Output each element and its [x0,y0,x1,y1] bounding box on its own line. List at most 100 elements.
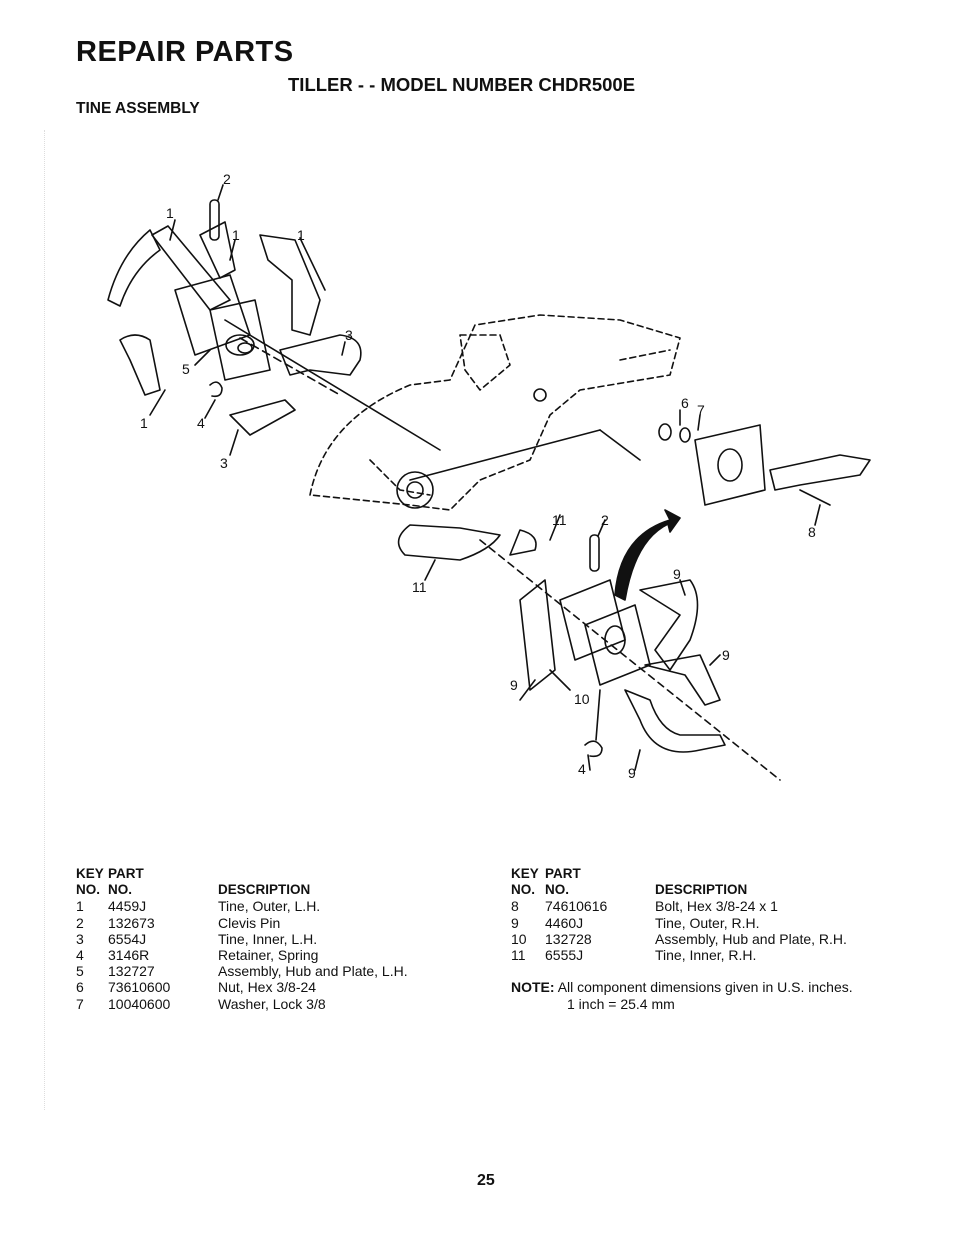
hex-bolt [799,489,831,506]
callout: 9 [628,765,636,781]
description-cell: Bolt, Hex 3/8-24 x 1 [655,898,778,915]
col-key-bottom: NO. [511,882,536,898]
key-cell: 5 [76,963,84,980]
description-cell: Nut, Hex 3/8-24 [218,979,317,996]
callout: 8 [808,524,816,540]
col-part-bottom: NO. [108,882,133,898]
callout: 7 [697,402,705,418]
table-row: 2 132673 Clevis Pin [76,915,408,931]
description-cell: Washer, Lock 3/8 [218,995,326,1012]
key-cell: 9 [511,914,519,931]
col-part-top: PART [545,866,581,881]
part-cell: 132727 [108,963,155,980]
col-key-top: KEY [76,866,104,881]
col-part-bottom: NO. [545,882,570,898]
hex-nut [658,423,672,441]
table-header-row: KEY PART [76,866,408,882]
parts-table-right: KEY PART NO. NO. DESCRIPTION 8 74610616 Bo… [511,866,847,963]
part-cell: 74610616 [545,898,608,915]
note-label: NOTE: [511,979,555,995]
callout: 1 [140,415,148,431]
section-heading: TINE ASSEMBLY [76,100,200,117]
note-line-2: 1 inch = 25.4 mm [567,995,675,1012]
callout: 2 [223,171,231,187]
key-cell: 6 [76,979,84,996]
hub-plate-lh [174,274,251,356]
key-cell: 7 [76,995,84,1012]
col-key-top: KEY [511,866,539,881]
rotation-arrow [614,509,681,601]
outer-tine-rh-left [519,579,556,691]
callout: 6 [681,395,689,411]
callout: 5 [182,361,190,377]
spring-retainer-rh [584,740,603,758]
outer-tine-rh-right [639,579,699,671]
key-cell: 8 [511,898,519,915]
col-description: DESCRIPTION [655,882,748,898]
part-cell: 6555J [545,947,584,964]
description-cell: Assembly, Hub and Plate, L.H. [218,963,408,980]
callout: 11 [412,579,427,595]
table-header-row: NO. NO. DESCRIPTION [76,882,408,898]
callout: 3 [345,327,353,343]
parts-table-left: KEY PART NO. NO. DESCRIPTION 1 4459J Tine,… [76,866,408,1012]
key-cell: 10 [511,930,527,947]
callout: 1 [166,205,174,221]
dimension-note: NOTE: All component dimensions given in … [511,979,853,1012]
key-cell: 2 [76,914,84,931]
outer-tine-rh-upper [769,454,871,491]
description-cell: Tine, Inner, R.H. [655,947,757,964]
outer-tine-rh-bottom [624,689,726,753]
note-line-1: All component dimensions given in U.S. i… [557,979,853,995]
callout: 3 [220,455,228,471]
description-cell: Tine, Outer, L.H. [218,898,321,915]
part-cell: 4459J [108,898,147,915]
part-cell: 73610600 [108,979,171,996]
table-row: 9 4460J Tine, Outer, R.H. [511,915,847,931]
outer-tine-lh-lower [119,334,161,396]
callout: 9 [722,647,730,663]
table-row: 6 73610600 Nut, Hex 3/8-24 [76,979,408,995]
part-cell: 132673 [108,914,155,931]
description-cell: Tine, Inner, L.H. [218,930,318,947]
description-cell: Tine, Outer, R.H. [655,914,760,931]
tine-shaft [409,429,601,481]
left-tine-group [107,184,441,456]
table-header-row: NO. NO. DESCRIPTION [511,882,847,898]
clevis-pin-left [209,199,220,241]
part-cell: 4460J [545,914,584,931]
clevis-pin-rh [589,534,600,572]
table-row: 1 4459J Tine, Outer, L.H. [76,898,408,914]
right-hub-hardware [658,409,871,526]
hub-plate-rh-upper [694,424,766,506]
description-cell: Clevis Pin [218,914,281,931]
part-cell: 6554J [108,930,147,947]
callout: 4 [578,761,586,777]
callout: 4 [197,415,205,431]
key-cell: 1 [76,898,84,915]
col-part-top: PART [108,866,144,881]
key-cell: 3 [76,930,84,947]
inner-tine-rh [397,524,501,561]
callout: 10 [574,691,590,707]
model-subtitle: TILLER - - MODEL NUMBER CHDR500E [288,74,636,95]
callout: 1 [232,227,240,243]
description-cell: Retainer, Spring [218,947,319,964]
description-cell: Assembly, Hub and Plate, R.H. [655,930,847,947]
table-row: 8 74610616 Bolt, Hex 3/8-24 x 1 [511,898,847,914]
spring-retainer-lh [209,381,223,398]
lock-washer [679,427,691,443]
inner-tine-lh [279,334,362,376]
callout: 2 [601,512,609,528]
col-key-bottom: NO. [76,882,101,898]
callout: 11 [552,512,567,528]
part-cell: 3146R [108,947,150,964]
key-cell: 11 [511,947,526,964]
outer-tine-lh-2 [259,234,321,336]
table-row: 11 6555J Tine, Inner, R.H. [511,947,847,963]
page-title: REPAIR PARTS [76,36,294,68]
table-header-row: KEY PART [511,866,847,882]
